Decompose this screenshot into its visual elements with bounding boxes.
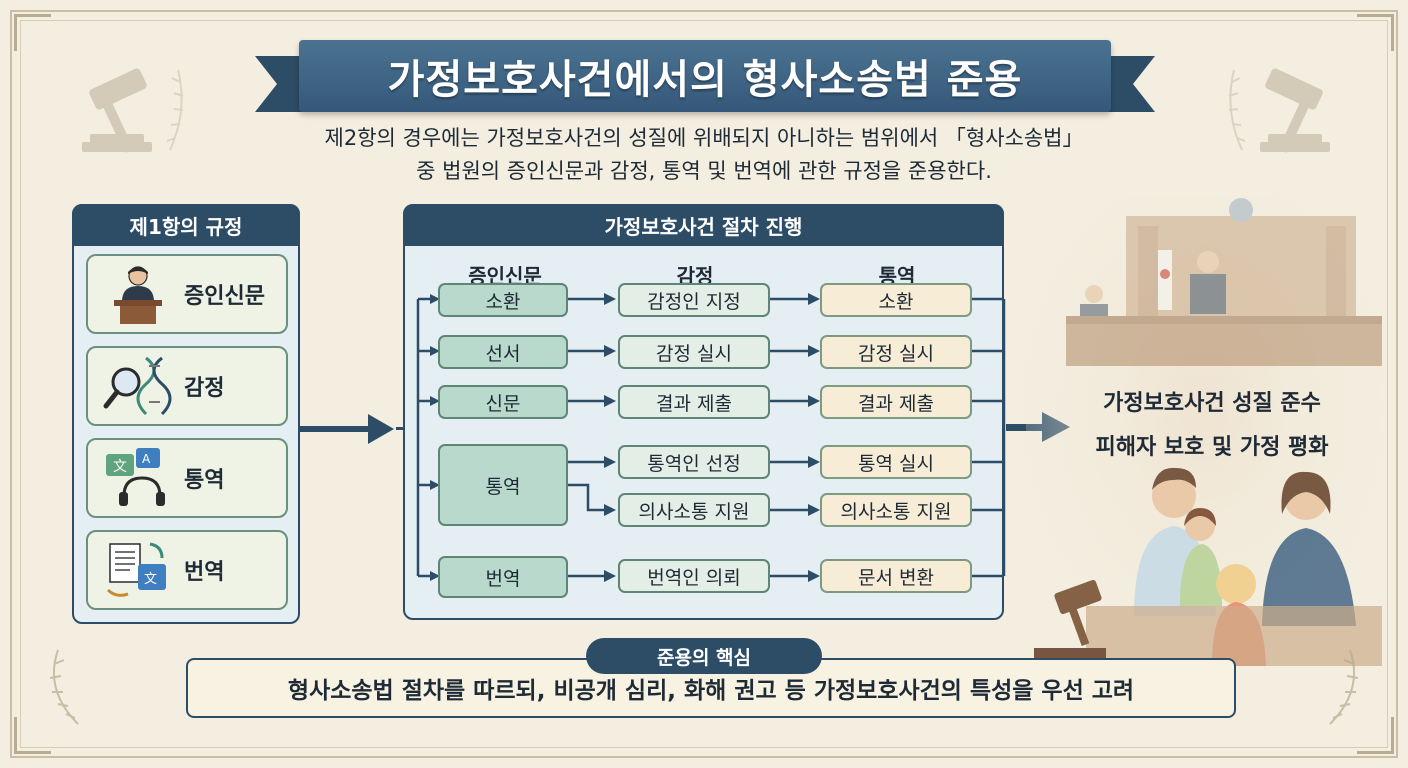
ribbon-banner: 가정보호사건에서의 형사소송법 준용 (299, 40, 1111, 112)
flow-node-appraisal: 감정 실시 (618, 335, 770, 369)
rules-panel: 제1항의 규정 증인신문 감정 文 A (72, 204, 300, 624)
corner-ornament (1357, 14, 1394, 51)
core-summary-text: 형사소송법 절차를 따르되, 비공개 심리, 화해 권고 등 가정보호사건의 특… (287, 678, 1135, 704)
laurel-icon (49, 649, 79, 725)
flow-node-translation: 번역 (438, 556, 568, 598)
subtitle: 제2항의 경우에는 가정보호사건의 성질에 위배되지 아니하는 범위에서 「형사… (230, 122, 1178, 188)
laurel-icon (1329, 649, 1359, 725)
arrow-head-icon (368, 414, 394, 444)
connector-arrow (300, 426, 372, 432)
corner-ornament (14, 717, 51, 754)
page-title: 가정보호사건에서의 형사소송법 준용 (387, 57, 1023, 103)
flow-node-select-interpreter: 통역인 선정 (618, 445, 770, 479)
flow-node-appraisal: 감정 실시 (820, 335, 972, 369)
rule-card-witness: 증인신문 (86, 254, 288, 334)
title-ribbon: 가정보호사건에서의 형사소송법 준용 (255, 40, 1155, 124)
rule-card-appraisal: 감정 (86, 346, 288, 426)
result-text: 가정보호사건 성질 준수 피해자 보호 및 가정 평화 (1056, 382, 1368, 470)
outer-frame (10, 10, 1398, 758)
rule-card-label: 증인신문 (184, 284, 265, 309)
inner-frame (20, 20, 1388, 748)
rule-card-label: 번역 (184, 560, 225, 585)
flow-node-communication-support: 의사소통 지원 (820, 493, 972, 527)
flow-node-examination: 신문 (438, 385, 568, 419)
svg-text:A: A (142, 452, 151, 466)
flow-node-summons: 소환 (820, 283, 972, 317)
flow-node-submit-result: 결과 제출 (820, 385, 972, 419)
gavel-icon (82, 68, 184, 153)
subtitle-line: 제2항의 경우에는 가정보호사건의 성질에 위배되지 아니하는 범위에서 「형사… (324, 126, 1084, 150)
rule-card-label: 감정 (184, 376, 225, 401)
corner-ornament (1357, 717, 1394, 754)
witness-podium-icon (114, 266, 162, 324)
core-label-badge: 준용의 핵심 (586, 638, 822, 674)
rule-card-label: 통역 (184, 468, 225, 493)
flow-node-summons: 소환 (438, 283, 568, 317)
svg-text:文: 文 (144, 572, 157, 587)
document-translate-icon: 文 (106, 542, 166, 597)
flow-node-perform-interpretation: 통역 실시 (820, 445, 972, 479)
flow-node-communication-support: 의사소통 지원 (618, 493, 770, 527)
corner-ornament (14, 14, 51, 51)
flow-node-request-translator: 번역인 의뢰 (618, 559, 770, 593)
rules-panel-title: 제1항의 규정 (72, 204, 300, 246)
rule-card-translation: 文 번역 (86, 530, 288, 610)
translate-headset-icon: 文 A (106, 448, 165, 506)
flow-node-oath: 선서 (438, 335, 568, 369)
subtitle-line: 중 법원의 증인신문과 감정, 통역 및 번역에 관한 규정을 준용한다. (416, 159, 992, 183)
flow-node-document-conversion: 문서 변환 (820, 559, 972, 593)
flow-node-submit-result: 결과 제출 (618, 385, 770, 419)
process-panel-title: 가정보호사건 절차 진행 (403, 204, 1004, 246)
result-line: 피해자 보호 및 가정 평화 (1095, 435, 1329, 460)
gavel-icon (1228, 68, 1330, 153)
svg-text:文: 文 (113, 459, 127, 475)
flow-node-interpretation: 통역 (438, 444, 568, 526)
rule-card-interpretation: 文 A 통역 (86, 438, 288, 518)
result-line: 가정보호사건 성질 준수 (1103, 391, 1321, 416)
courtroom-family-illustration (1026, 196, 1382, 666)
magnifier-dna-icon (103, 356, 172, 416)
flow-node-appointer: 감정인 지정 (618, 283, 770, 317)
